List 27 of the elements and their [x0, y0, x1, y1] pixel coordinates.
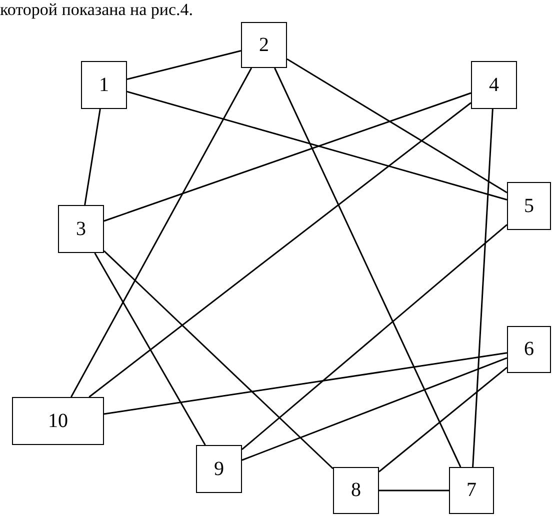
- connector-line: [126, 50, 242, 80]
- connector-line: [242, 224, 508, 450]
- connector-line: [242, 357, 508, 461]
- vertex-box: 7: [449, 467, 494, 514]
- vertex-box: 2: [241, 22, 287, 68]
- connector-line: [472, 108, 494, 468]
- connector-line: [84, 108, 101, 206]
- connector-line: [104, 352, 508, 415]
- connector-line: [103, 250, 334, 470]
- vertex-box: 9: [196, 445, 242, 493]
- connector-line: [88, 102, 472, 398]
- connector-line: [378, 366, 508, 472]
- vertex-box: 1: [81, 61, 127, 109]
- connector-line: [286, 58, 508, 194]
- connector-line: [274, 68, 462, 468]
- vertex-box: 4: [471, 61, 517, 109]
- caption-text: которой показана на рис.4.: [0, 0, 194, 20]
- connector-line: [94, 252, 206, 446]
- connector-line: [126, 90, 508, 200]
- vertex-box: 6: [507, 326, 551, 373]
- connector-line: [104, 92, 472, 222]
- connector-line: [70, 68, 252, 398]
- vertex-box: 8: [333, 467, 379, 514]
- vertex-box: 5: [507, 182, 551, 230]
- vertex-box: 3: [58, 205, 104, 253]
- vertex-box: 10: [12, 397, 104, 445]
- connector-line: [379, 490, 449, 492]
